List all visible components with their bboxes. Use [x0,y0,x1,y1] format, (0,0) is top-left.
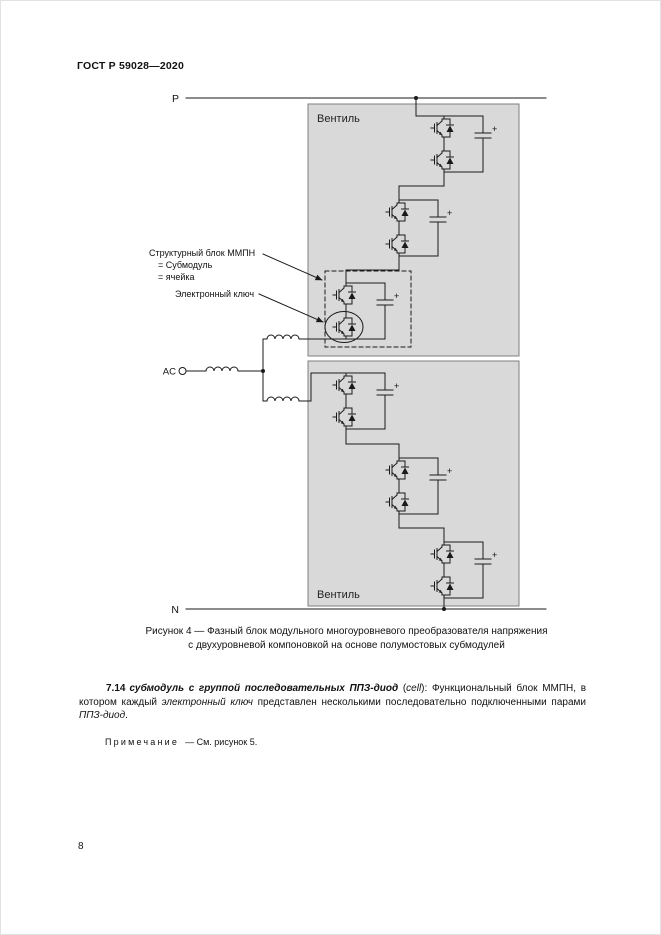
junction-dot [442,607,446,611]
plus-label: + [394,381,399,391]
clause-term-en: cell [406,683,422,694]
page-number: 8 [78,841,84,852]
annotation-pointer-line [258,293,324,323]
block-annotation-line2: = Субмодуль [158,260,213,270]
block-annotation-line1: Структурный блок ММПН [149,248,255,258]
switch-annotation: Электронный ключ [175,289,254,299]
note-label: Примечание [105,737,180,747]
plus-label: + [492,124,497,134]
clause-term: субмодуль с группой последовательных ППЗ… [129,683,399,694]
doc-number: ГОСТ Р 59028—2020 [77,60,185,72]
lower-arm-inductor [266,396,300,402]
block-annotation-line3: = ячейка [158,272,195,282]
valve-box-bottom [307,360,520,607]
plus-label: + [447,466,452,476]
clause-em: ППЗ-диод [79,710,126,722]
plus-label: + [492,550,497,560]
figure-caption-line2: с двухуровневой компоновкой на основе по… [188,640,505,651]
plus-label: + [394,291,399,301]
note: Примечание — См. рисунок 5. [105,737,257,747]
upper-arm-inductor [266,334,300,340]
junction-dot [414,96,418,100]
junction-dot [261,369,265,373]
figure-caption: Рисунок 4 — Фазный блок модульного много… [1,625,660,653]
valve-label-bottom: Вентиль [317,589,360,601]
clause-number: 7.14 [106,683,126,694]
clause-paren-open: ( [398,683,407,694]
terminal-p-label: P [172,93,179,105]
terminal-n-label: N [171,604,179,616]
clause-paren-close: ): [421,683,432,694]
valve-box-top [307,103,520,357]
ac-terminal-label: AC [163,367,176,378]
clause-definition: представлен несколькими последовательно … [252,696,586,708]
submodule-highlight-box [324,270,412,348]
plus-label: + [447,208,452,218]
annotation-pointer-line [262,253,323,281]
figure-caption-line1: Рисунок 4 — Фазный блок модульного много… [145,626,548,637]
note-text: — См. рисунок 5. [185,737,258,747]
switch-highlight-ellipse [324,311,364,343]
ac-terminal-node [178,367,187,375]
clause-em: электронный ключ [161,696,253,708]
clause-definition: . [125,710,128,722]
figure-4-diagram: P N AC Вентиль Вентиль Структурный блок … [149,93,547,616]
valve-label-top: Вентиль [317,113,360,125]
clause-definition: Функциональный блок ММПН, в котором кажд… [79,683,587,708]
ac-inductor [205,366,239,372]
